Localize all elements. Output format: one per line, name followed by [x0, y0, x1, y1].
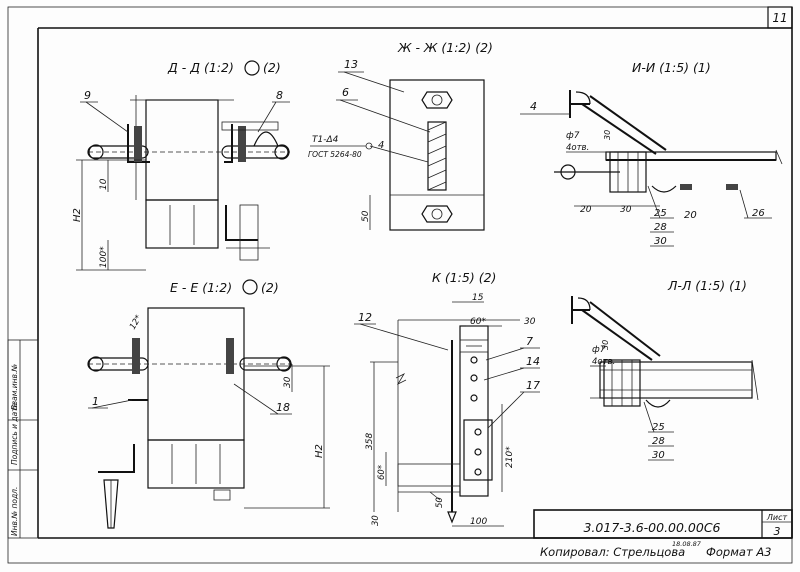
dim-210: 210*	[505, 446, 515, 468]
callout-14: 14	[526, 355, 540, 368]
copied-note: 18.08.87	[672, 540, 702, 548]
view-zhzh: Ж - Ж (1:2) (2) 13 6 Т1-Δ4 ГОСТ 5264-80 …	[308, 40, 493, 231]
callout-6: 6	[342, 86, 349, 99]
dim-12: 12*	[128, 313, 144, 331]
sheet-label: Лист	[766, 513, 788, 522]
copied-by: Копировал: Стрельцова	[540, 545, 685, 559]
callout-26: 26	[752, 208, 765, 219]
dim-60-k-side: 60*	[377, 465, 387, 480]
callout-18: 18	[276, 401, 290, 414]
dim-15: 15	[472, 293, 484, 303]
stamp-label-inv: Инв.№ подл.	[10, 487, 19, 536]
view-ee-ref: (2)	[261, 280, 279, 295]
stamp-label-replacement: Взам.инв.№	[10, 364, 19, 410]
view-ii-title: И-И (1:5) (1)	[632, 60, 711, 75]
dim-20-ii-b: 20	[684, 210, 697, 221]
title-block: 3.017-3.6-00.00.00С6 Лист 3	[533, 509, 793, 539]
dim-358: 358	[365, 433, 375, 450]
dim-20-ii-a: 20	[580, 205, 592, 215]
dim-phi7-ii: ф7	[566, 131, 580, 141]
callout-30-ll: 30	[652, 450, 665, 461]
dim-30-ee: 30	[283, 376, 293, 388]
view-ll-title: Л-Л (1:5) (1)	[667, 278, 747, 293]
callout-9: 9	[84, 89, 91, 102]
dim-30-ll: 30	[601, 340, 610, 350]
weld-symbol: Т1-Δ4	[312, 135, 339, 145]
callout-12: 12	[358, 311, 372, 324]
stamp-label-signature: Подпись и дата	[10, 402, 19, 465]
side-stamp: Инв.№ подл. Подпись и дата Взам.инв.№	[7, 339, 39, 539]
callout-28-ll: 28	[652, 436, 665, 447]
view-dd-ref: (2)	[263, 60, 281, 75]
callout-7: 7	[526, 335, 533, 348]
callout-28-ii: 28	[654, 222, 667, 233]
callout-8: 8	[276, 89, 283, 102]
document-code: 3.017-3.6-00.00.00С6	[583, 520, 720, 535]
view-ee-title: Е - Е (1:2)	[170, 280, 232, 295]
sheet-number: 11	[772, 11, 787, 25]
view-dd: Д - Д (1:2) (2) 9 8	[72, 60, 290, 271]
dim-h2-ee: H2	[314, 444, 325, 458]
callout-1: 1	[92, 395, 99, 408]
sheet-number-box	[767, 6, 793, 29]
callout-30-ii: 30	[654, 236, 667, 247]
callout-25-ll: 25	[652, 422, 665, 433]
view-dd-title: Д - Д (1:2)	[167, 60, 234, 75]
callout-4-ii: 4	[530, 100, 537, 113]
view-k: К (1:5) (2) 12 7 14	[354, 270, 540, 527]
sheet-value: 3	[774, 525, 781, 538]
dim-30-ii-a: 30	[603, 130, 612, 140]
dim-30-ii-b: 30	[620, 205, 632, 215]
callout-4-weld: 4	[378, 140, 384, 151]
view-ee: Е - Е (1:2) (2) 12* 1 18 30 H2	[87, 279, 330, 529]
view-ee-circle-mark	[242, 279, 258, 295]
dim-holes-ii: 4отв.	[566, 143, 589, 153]
dim-10: 10	[99, 178, 109, 190]
callout-13: 13	[344, 58, 358, 71]
dim-30-k-top: 30	[524, 317, 536, 327]
paper-format: Формат А3	[706, 545, 772, 559]
callout-25-ii: 25	[654, 208, 667, 219]
view-k-title: К (1:5) (2)	[432, 270, 496, 285]
dim-50: 50	[361, 210, 371, 222]
view-dd-circle-mark	[244, 60, 260, 76]
view-ii: И-И (1:5) (1) 4 ф7 4отв. 30 20 30 20	[520, 60, 783, 247]
dim-100-dd: 100*	[99, 246, 109, 268]
dim-100-k: 100	[470, 517, 487, 527]
callout-17: 17	[526, 379, 540, 392]
dim-50-k: 50	[435, 497, 445, 508]
view-zhzh-title: Ж - Ж (1:2) (2)	[397, 40, 493, 55]
dim-holes-ll: 4отв.	[592, 357, 615, 367]
view-ll: Л-Л (1:5) (1) ф7 4отв. 30 25 28 30	[571, 278, 759, 461]
dim-h2-dd: H2	[72, 208, 83, 222]
dim-60-k-top: 60*	[470, 317, 486, 327]
weld-standard: ГОСТ 5264-80	[308, 150, 362, 159]
dim-phi7-ll: ф7	[592, 345, 606, 355]
dim-30-k-bottom: 30	[371, 515, 381, 526]
